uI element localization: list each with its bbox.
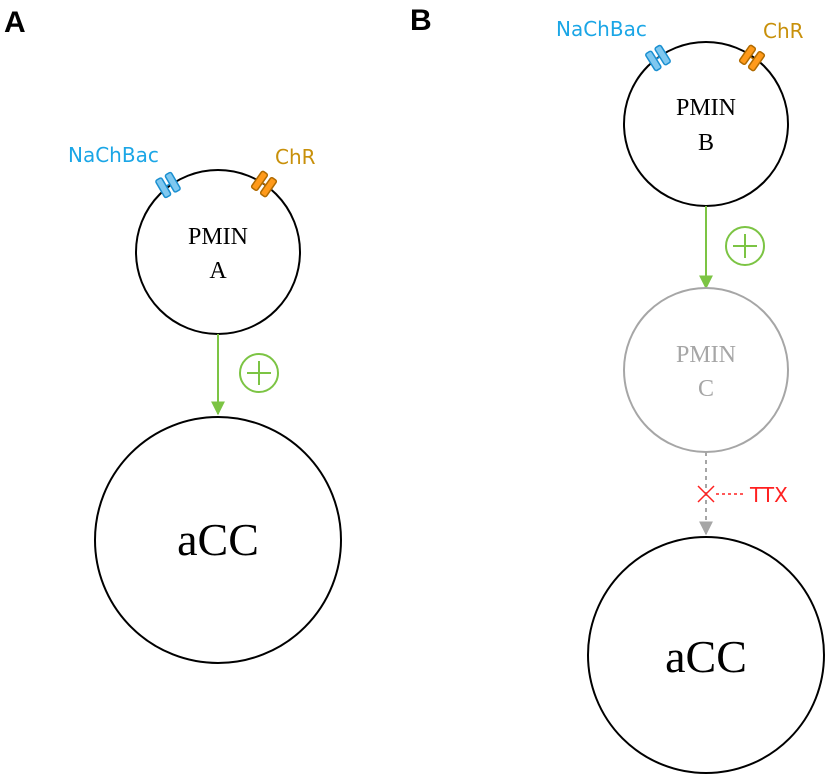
plus-circle-icon	[239, 353, 279, 393]
chr-channel-icon	[250, 170, 278, 198]
nachbac-label: NaChBac	[556, 17, 647, 41]
pmin-a-label-line1: PMIN	[188, 224, 248, 250]
chr-channel-icon	[738, 44, 766, 72]
nachbac-channel-icon	[645, 44, 671, 72]
pmin-c-label-line2: C	[698, 376, 714, 402]
pmin-b-label-line2: B	[698, 130, 714, 156]
chr-label: ChR	[275, 145, 316, 169]
acc-neuron-a	[94, 416, 342, 664]
panel-a-letter: A	[4, 6, 26, 39]
acc-label-b: aCC	[665, 631, 747, 682]
pmin-c-label-line1: PMIN	[676, 342, 736, 368]
nachbac-label: NaChBac	[68, 143, 159, 167]
panel-b-letter: B	[410, 4, 432, 37]
chr-label: ChR	[763, 19, 804, 43]
pmin-b-neuron	[623, 41, 789, 207]
pmin-a-neuron	[135, 169, 301, 335]
cross-mark-icon	[697, 485, 715, 503]
nachbac-channel-icon	[155, 171, 181, 199]
acc-label-a: aCC	[177, 514, 259, 565]
pmin-b-label-line1: PMIN	[676, 95, 736, 121]
panel-b: B NaChBac ChR PMIN B PMIN C	[410, 4, 825, 774]
plus-circle-icon	[725, 226, 765, 266]
pmin-c-neuron	[623, 287, 789, 453]
pmin-a-label-line2: A	[209, 258, 227, 284]
ttx-label: TTX	[749, 483, 788, 507]
acc-neuron-b	[587, 536, 825, 774]
panel-a: A NaChBac ChR PMIN A aCC	[4, 6, 342, 664]
